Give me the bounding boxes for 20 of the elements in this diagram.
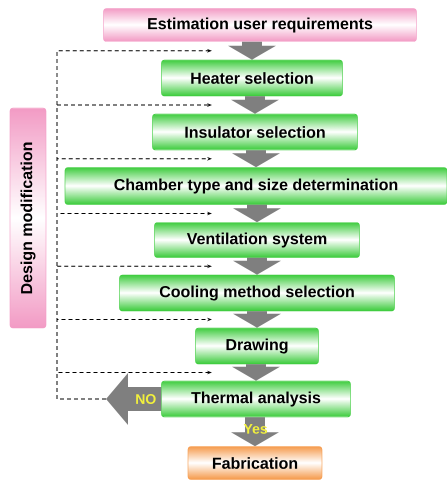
process-box: Drawing: [195, 328, 319, 364]
requirement-box: Estimation user requirements: [103, 8, 417, 42]
block-arrow: [232, 150, 280, 168]
process-box: Cooling method selection: [119, 274, 395, 312]
block-arrow: [231, 96, 279, 114]
edge-label: NO: [136, 394, 156, 404]
process-box: Chamber type and size determination: [64, 167, 447, 205]
block-arrow: [228, 42, 276, 60]
process-box: Ventilation system: [154, 222, 360, 258]
side-label-box: Design modification: [10, 108, 46, 328]
result-box: Fabrication: [188, 446, 322, 480]
process-box: Insulator selection: [152, 114, 358, 150]
block-arrow: [231, 417, 279, 446]
block-arrow: [233, 311, 281, 328]
process-box: Thermal analysis: [161, 380, 351, 418]
block-arrow: [233, 258, 281, 275]
block-arrow: [232, 364, 280, 381]
block-arrow: [106, 373, 162, 425]
block-arrow: [233, 204, 281, 222]
process-box: Heater selection: [161, 60, 343, 96]
